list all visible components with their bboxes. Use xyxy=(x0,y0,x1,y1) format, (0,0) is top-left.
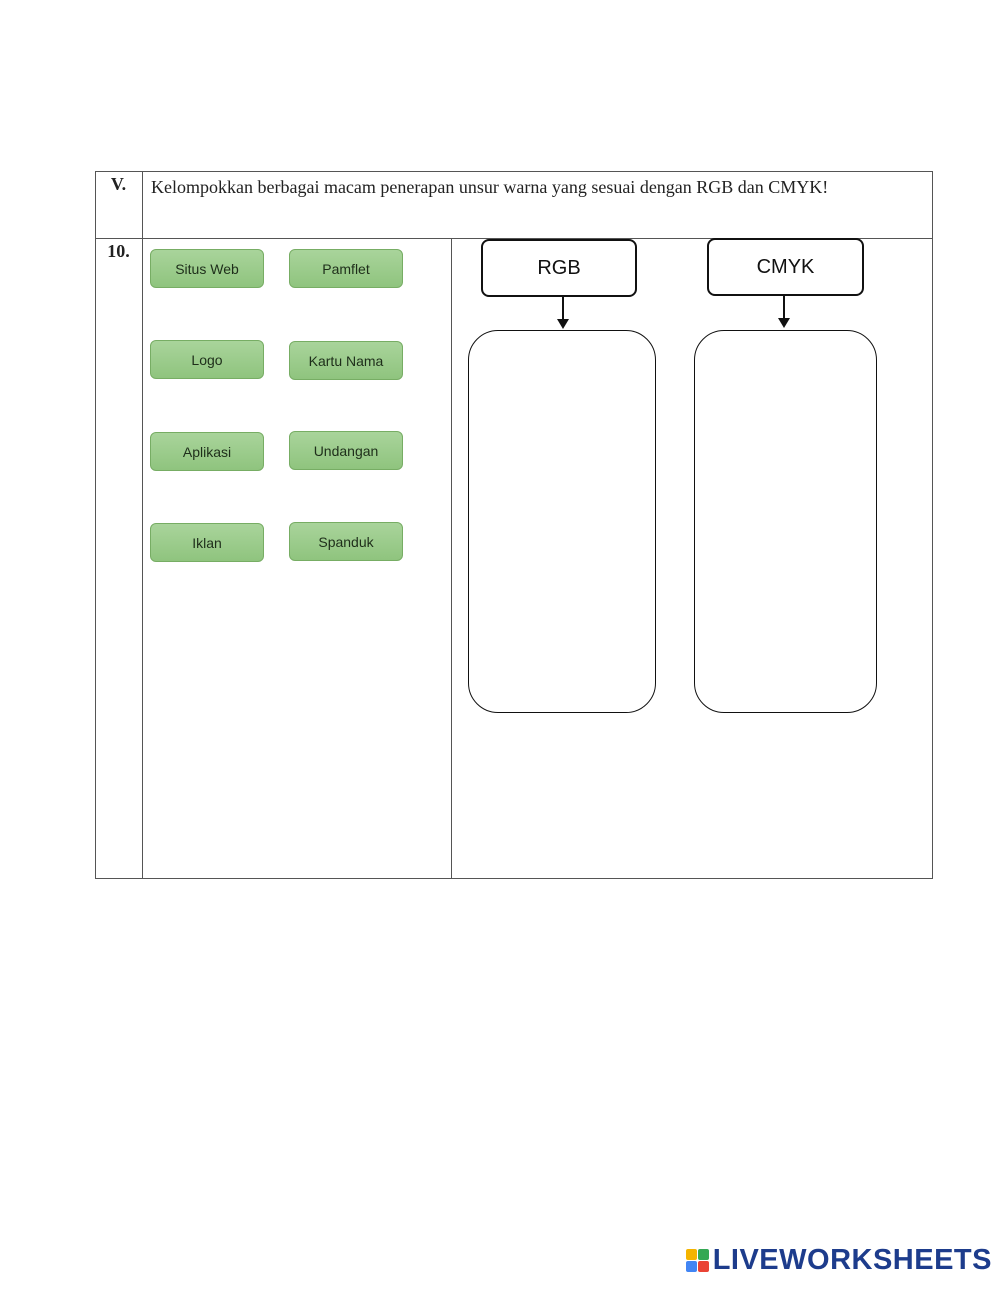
worksheet-table xyxy=(95,171,933,879)
card-logo[interactable]: Logo xyxy=(150,340,264,379)
rgb-drop-zone[interactable] xyxy=(468,330,656,713)
cmyk-arrow-icon xyxy=(778,296,790,328)
card-kartu-nama[interactable]: Kartu Nama xyxy=(289,341,403,380)
brand-text: LIVEWORKSHEETS xyxy=(712,1244,992,1276)
liveworksheets-brand: LIVEWORKSHEETS xyxy=(685,1244,992,1277)
number-column-divider xyxy=(142,171,143,879)
cmyk-drop-zone[interactable] xyxy=(694,330,877,713)
card-iklan[interactable]: Iklan xyxy=(150,523,264,562)
row-divider xyxy=(95,238,933,239)
liveworksheets-logo-icon xyxy=(685,1249,709,1272)
card-spanduk[interactable]: Spanduk xyxy=(289,522,403,561)
question-number: 10. xyxy=(107,241,130,261)
rgb-category-label: RGB xyxy=(481,239,637,297)
rgb-arrow-icon xyxy=(557,297,569,329)
instruction-text: Kelompokkan berbagai macam penerapan uns… xyxy=(151,177,829,197)
card-undangan[interactable]: Undangan xyxy=(289,431,403,470)
cmyk-category-label: CMYK xyxy=(707,238,864,296)
section-number: V. xyxy=(110,174,127,194)
content-column-divider xyxy=(451,238,452,879)
card-situs-web[interactable]: Situs Web xyxy=(150,249,264,288)
card-pamflet[interactable]: Pamflet xyxy=(289,249,403,288)
card-aplikasi[interactable]: Aplikasi xyxy=(150,432,264,471)
